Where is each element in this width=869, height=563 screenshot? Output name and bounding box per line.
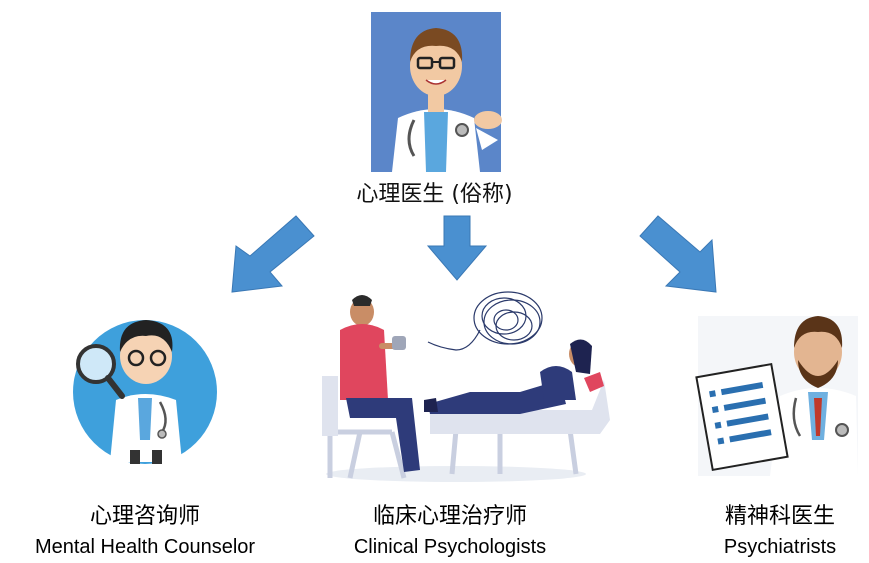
branch-clinical: 临床心理治疗师 Clinical Psychologists — [320, 502, 580, 562]
top-label: 心理医生 (俗称) — [356, 182, 513, 207]
doctor-presenting-icon — [371, 12, 502, 172]
branch-psychiatrist: 精神科医生 Psychiatrists — [690, 502, 869, 562]
branch-psychiatrist-en: Psychiatrists — [723, 536, 837, 558]
branch-counselor-zh: 心理咨询师 — [89, 504, 200, 529]
branch-clinical-zh: 临床心理治疗师 — [372, 504, 527, 529]
arrow-left — [231, 215, 315, 293]
arrow-right — [639, 215, 717, 293]
therapy-session-icon — [322, 291, 610, 482]
arrow-middle — [426, 215, 488, 281]
doctor-clipboard-icon — [695, 316, 858, 476]
doctor-magnifier-icon — [73, 320, 217, 464]
branch-psychiatrist-zh: 精神科医生 — [724, 504, 835, 529]
branch-counselor: 心理咨询师 Mental Health Counselor — [0, 502, 290, 562]
branch-counselor-en: Mental Health Counselor — [34, 536, 256, 558]
branch-clinical-en: Clinical Psychologists — [353, 536, 547, 558]
